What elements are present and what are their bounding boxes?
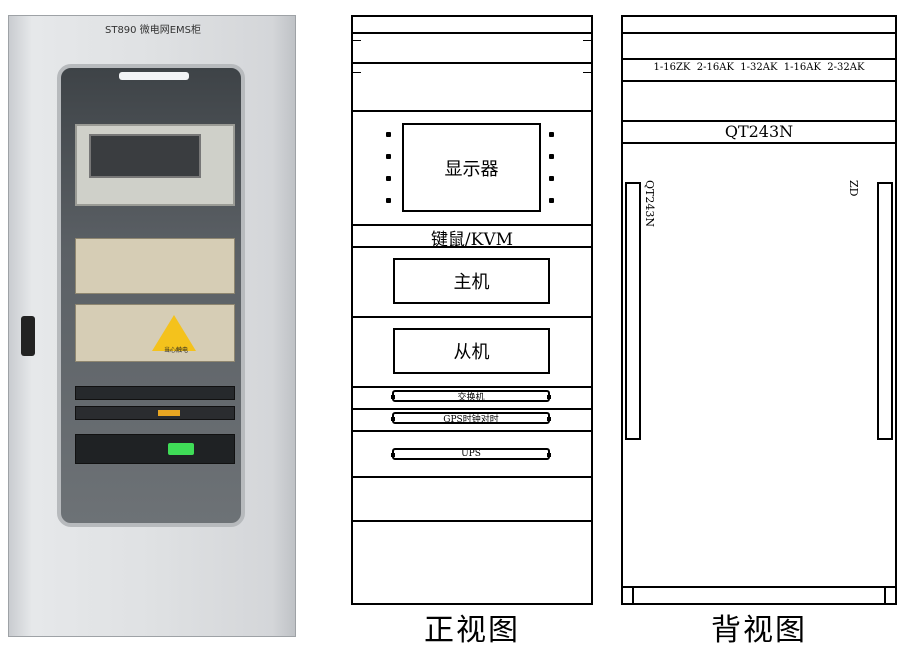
switch-unit: [75, 386, 235, 400]
rail-line: [351, 224, 593, 226]
rail-line: [621, 586, 897, 588]
gps-label: GPS时钟对时: [443, 414, 499, 425]
rail-line: [351, 246, 593, 248]
switch-label: 交换机: [457, 392, 485, 403]
slave-unit: 当心触电: [75, 304, 235, 362]
rail-line: [351, 520, 593, 522]
host-unit: [75, 238, 235, 294]
display-box: 显示器: [402, 123, 541, 212]
screw-dot: [386, 176, 391, 181]
door-handle: [21, 316, 35, 356]
rail-line: [351, 110, 593, 112]
left-rail-label: QT243N: [643, 180, 656, 227]
tick: [351, 72, 361, 73]
monitor-unit: [75, 124, 235, 206]
screw-dot: [386, 154, 391, 159]
screw-dot: [386, 132, 391, 137]
rail-line: [621, 142, 897, 144]
rail-line: [621, 58, 897, 60]
electric-warning-icon: [152, 315, 196, 351]
tick: [351, 40, 361, 41]
tick: [583, 40, 593, 41]
qt-label: QT243N: [724, 122, 794, 141]
screw-dot: [549, 198, 554, 203]
gps-bar: GPS时钟对时: [391, 412, 551, 425]
back-view-frame: [621, 15, 897, 605]
ups-label: UPS: [461, 449, 481, 459]
foot-line: [884, 586, 886, 605]
slave-label: 从机: [453, 342, 490, 363]
front-view-frame: [351, 15, 593, 605]
front-view-caption: 正视图: [424, 613, 520, 648]
back-view-caption: 背视图: [711, 613, 807, 648]
warning-label: 当心触电: [163, 347, 188, 354]
tick: [583, 72, 593, 73]
cabinet-title: ST890 微电网EMS柜: [104, 25, 201, 36]
rail-line: [351, 32, 593, 34]
ups-bar: UPS: [391, 448, 551, 460]
rail-line: [351, 62, 593, 64]
right-rail-label: ZD: [847, 180, 860, 197]
gps-indicator: [158, 410, 180, 416]
kvm-label: 键鼠/KVM: [430, 230, 514, 250]
right-terminal-rail: [877, 182, 893, 440]
slave-box: 从机: [393, 328, 550, 374]
display-label: 显示器: [444, 158, 499, 180]
breaker-row: 1-16ZK 2-16AK 1-32AK 1-16AK 2-32AK: [653, 62, 865, 73]
host-label: 主机: [453, 272, 490, 293]
screw-dot: [549, 176, 554, 181]
rail-line: [621, 120, 897, 122]
cabinet-light: [119, 72, 189, 80]
rail-line: [621, 32, 897, 34]
foot-line: [632, 586, 634, 605]
screw-dot: [549, 154, 554, 159]
rail-line: [351, 476, 593, 478]
cabinet-glass-door: 当心触电: [57, 64, 245, 527]
left-terminal-rail: [625, 182, 641, 440]
cabinet-photo: ST890 微电网EMS柜 当心触电: [8, 15, 296, 637]
switch-bar: 交换机: [391, 390, 551, 403]
rail-line: [351, 408, 593, 410]
ups-unit: [75, 434, 235, 464]
gps-unit: [75, 406, 235, 420]
screw-dot: [386, 198, 391, 203]
rail-line: [351, 430, 593, 432]
rail-line: [351, 386, 593, 388]
screw-dot: [549, 132, 554, 137]
rail-line: [621, 80, 897, 82]
monitor-screen: [89, 134, 201, 178]
host-box: 主机: [393, 258, 550, 304]
ups-display: [168, 443, 194, 455]
rail-line: [351, 316, 593, 318]
